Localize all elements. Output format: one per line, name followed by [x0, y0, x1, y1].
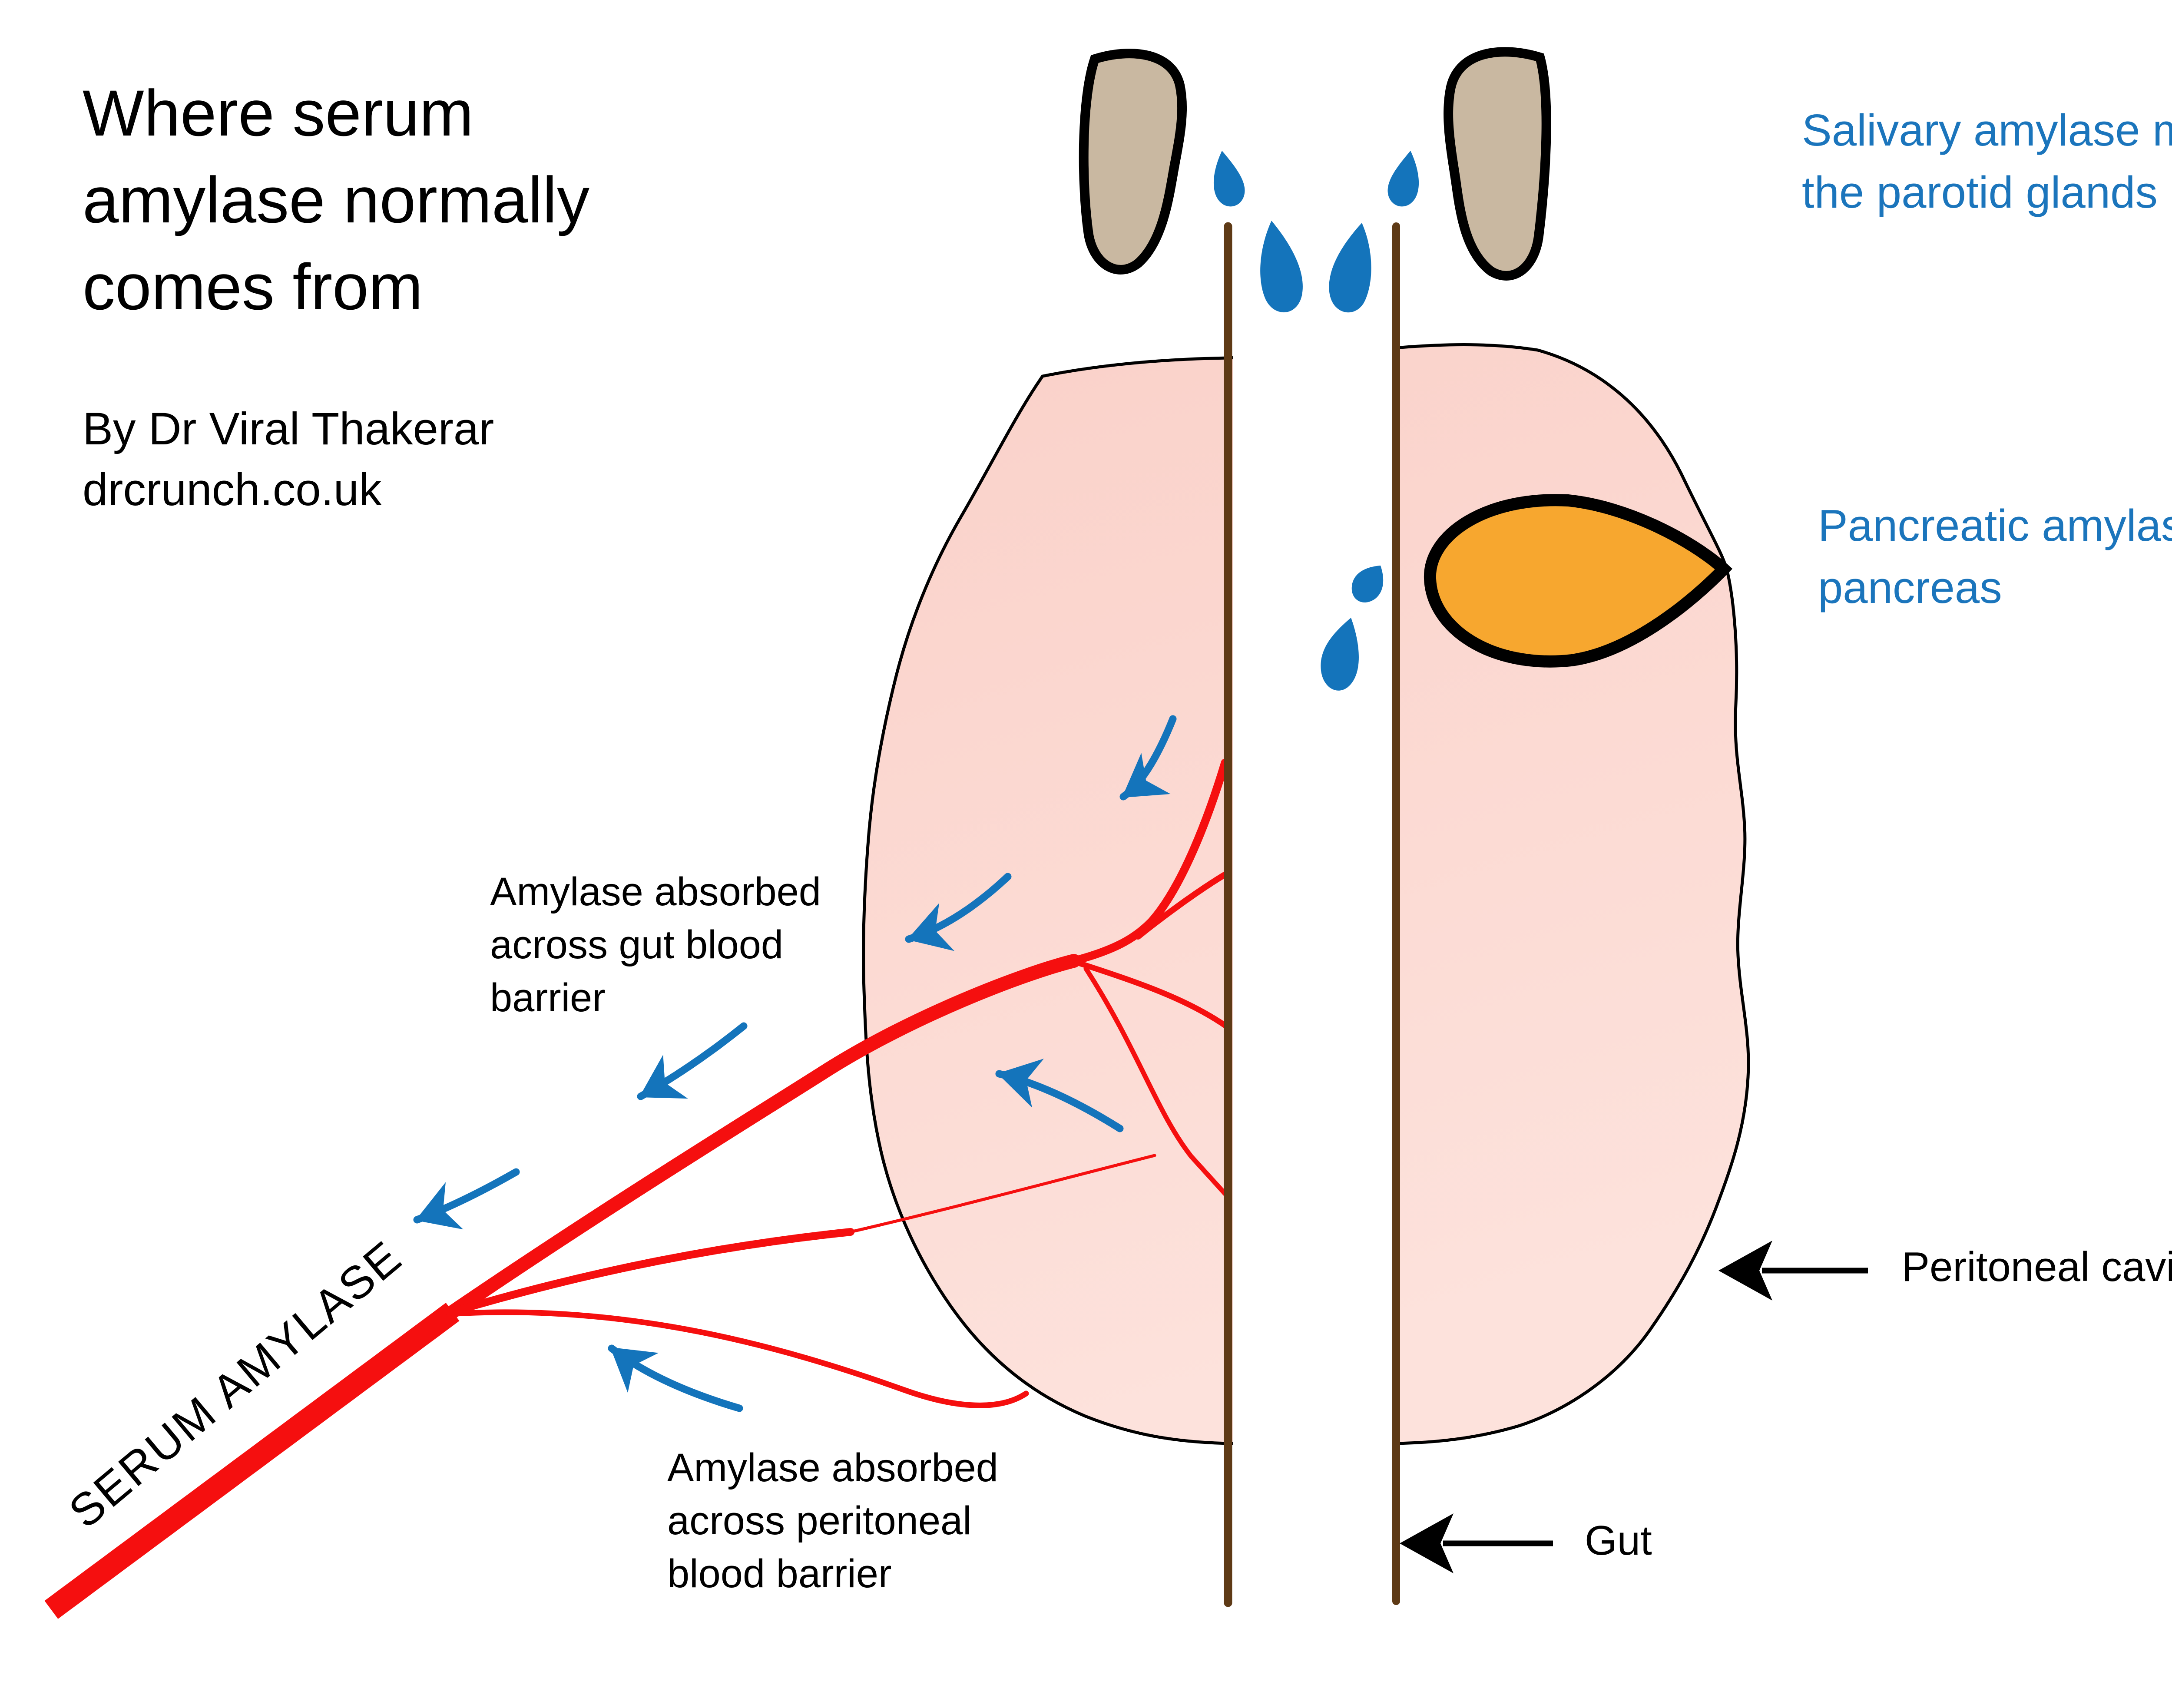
vessel-branch-to-gut-2 [1135, 871, 1229, 940]
pancreatic-droplet-small [1351, 566, 1384, 602]
label-line: Amylase absorbed [667, 1446, 998, 1490]
vessel-branch-to-gut-4 [1083, 966, 1228, 1196]
label-line: across peritoneal [667, 1499, 972, 1543]
author-website: drcrunch.co.uk [83, 464, 382, 515]
vessel-branch-to-gut-3 [1074, 960, 1229, 1029]
peritoneal-blood-barrier-label: Amylase absorbed across peritoneal blood… [667, 1441, 998, 1600]
saliva-droplet-small-left [1213, 151, 1245, 207]
saliva-droplet-large-right [1329, 223, 1371, 313]
label-line: across gut blood [490, 923, 784, 967]
absorption-flow-arrows [413, 715, 1177, 1412]
title-line: amylase normally [83, 163, 590, 236]
left-parotid-gland-shape [1079, 49, 1187, 275]
note-line: Pancreatic amylase from the [1818, 500, 2172, 550]
pancreatic-amylase-note: Pancreatic amylase from the pancreas [1818, 494, 2172, 619]
note-line: the parotid glands [1802, 167, 2158, 217]
saliva-droplet-small-right [1387, 151, 1419, 207]
gut-lumen [1233, 299, 1392, 1450]
pointer-arrows [1400, 1241, 1868, 1573]
title-line: Where serum [83, 76, 474, 149]
salivary-amylase-note: Salivary amylase mostly from the parotid… [1802, 99, 2172, 223]
saliva-droplet-large-left [1260, 221, 1303, 313]
label-line: Amylase absorbed [490, 870, 821, 914]
gut-tube [1224, 222, 1400, 1607]
flow-arrow [637, 1022, 748, 1100]
flow-arrow [905, 873, 1012, 951]
flow-arrow [413, 1168, 520, 1230]
serum-amylase-vessel [44, 758, 1229, 1619]
label-line: barrier [490, 976, 606, 1020]
vessel-branch-peritoneal-2 [452, 1309, 1029, 1408]
gut-label: Gut [1585, 1517, 1652, 1564]
right-parotid-gland-shape [1444, 47, 1551, 281]
saliva-droplets [1213, 151, 1419, 313]
vessel-trunk-lower [44, 1303, 460, 1619]
pancreatic-droplet-large [1321, 618, 1359, 691]
author-name: By Dr Viral Thakerar [83, 404, 494, 454]
pancreas-shape [1424, 494, 1733, 668]
title-line: comes from [83, 250, 423, 323]
flow-arrow [1119, 715, 1177, 801]
peritoneal-cavity-label: Peritoneal cavity [1902, 1244, 2172, 1290]
label-line: blood barrier [667, 1552, 892, 1596]
note-line: Salivary amylase mostly from [1802, 105, 2172, 155]
vessel-branch-peritoneal-1 [449, 1228, 854, 1316]
note-line: pancreas [1818, 563, 2002, 612]
vessel-branch-to-gut-1 [1069, 758, 1229, 965]
page-title: Where serum amylase normally comes from [83, 70, 589, 330]
flow-arrow [995, 1059, 1124, 1132]
vessel-trunk-upper [446, 954, 1081, 1319]
peritoneal-cavity-pointer-arrow [1718, 1241, 1868, 1301]
author-byline: By Dr Viral Thakerar drcrunch.co.uk [83, 399, 494, 520]
flow-arrow [608, 1344, 743, 1412]
gut-pointer-arrow [1400, 1513, 1553, 1573]
vessel-branch-peritoneal-thin [849, 1154, 1156, 1234]
pancreatic-droplets [1321, 566, 1384, 691]
gut-blood-barrier-label: Amylase absorbed across gut blood barrie… [490, 865, 821, 1024]
